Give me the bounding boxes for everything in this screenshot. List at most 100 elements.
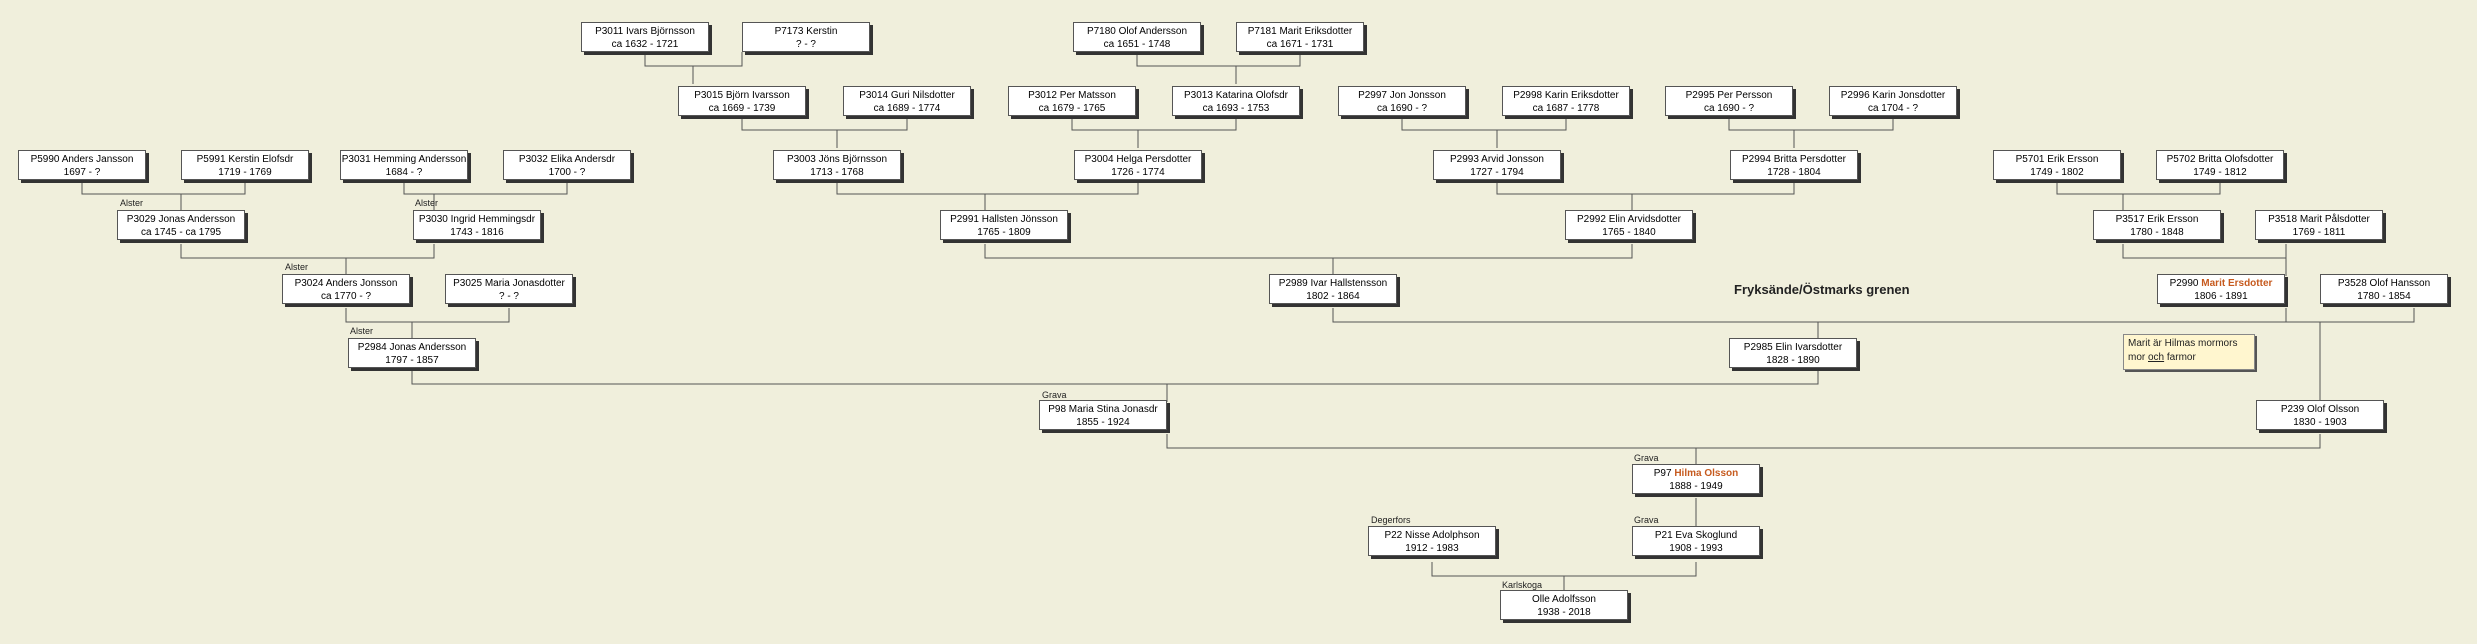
person-name: P5990 Anders Jansson	[30, 154, 134, 165]
person-p7173[interactable]: P7173 Kerstin ? - ?	[742, 22, 870, 52]
person-p5990[interactable]: P5990 Anders Jansson 1697 - ?	[18, 150, 146, 180]
person-dates: 1797 - 1857	[385, 355, 439, 366]
person-name: P2993 Arvid Jonsson	[1450, 154, 1544, 165]
person-dates: 1828 - 1890	[1766, 355, 1820, 366]
person-dates: 1855 - 1924	[1076, 417, 1130, 428]
person-dates: ca 1679 - 1765	[1038, 103, 1106, 114]
person-dates: 1765 - 1840	[1602, 227, 1656, 238]
person-dates: 1912 - 1983	[1405, 543, 1459, 554]
person-dates: ca 1745 - ca 1795	[140, 227, 222, 238]
person-p2985[interactable]: P2985 Elin Ivarsdotter 1828 - 1890	[1729, 338, 1857, 368]
person-dates: 1888 - 1949	[1669, 481, 1723, 492]
person-dates: 1938 - 2018	[1537, 607, 1591, 618]
person-dates: ca 1770 - ?	[320, 291, 372, 302]
person-id: P97	[1653, 468, 1675, 479]
person-dates: 1830 - 1903	[2293, 417, 2347, 428]
person-id: P2990	[2169, 278, 2202, 289]
person-dates: 1697 - ?	[63, 167, 101, 178]
person-p98[interactable]: P98 Maria Stina Jonasdr 1855 - 1924	[1039, 400, 1167, 430]
person-dates: ca 1687 - 1778	[1532, 103, 1600, 114]
person-p3013[interactable]: P3013 Katarina Olofsdr ca 1693 - 1753	[1172, 86, 1300, 116]
person-p3517[interactable]: P3517 Erik Ersson 1780 - 1848	[2093, 210, 2221, 240]
place-label: Alster	[415, 198, 439, 208]
person-name: P2991 Hallsten Jönsson	[950, 214, 1058, 225]
person-dates: 1802 - 1864	[1306, 291, 1360, 302]
person-name: P5701 Erik Ersson	[2015, 154, 2099, 165]
person-dates: 1780 - 1848	[2130, 227, 2184, 238]
person-p7181[interactable]: P7181 Marit Eriksdotter ca 1671 - 1731	[1236, 22, 1364, 52]
person-name: P2989 Ivar Hallstensson	[1278, 278, 1388, 289]
person-name: P2992 Elin Arvidsdotter	[1577, 214, 1681, 225]
person-name: P3517 Erik Ersson	[2115, 214, 2199, 225]
person-name: P7173 Kerstin	[774, 26, 838, 37]
place-label: Grava	[1042, 390, 1067, 400]
person-name: P2997 Jon Jonsson	[1358, 90, 1446, 101]
highlighted-name: Marit Ersdotter	[2201, 278, 2273, 289]
person-name: P7181 Marit Eriksdotter	[1247, 26, 1353, 37]
place-label: Grava	[1634, 515, 1659, 525]
place-label: Alster	[350, 326, 374, 336]
person-name: P21 Eva Skoglund	[1654, 530, 1738, 541]
person-name: P2984 Jonas Andersson	[357, 342, 467, 353]
person-dates: ca 1669 - 1739	[708, 103, 776, 114]
person-name: P5991 Kerstin Elofsdr	[196, 154, 294, 165]
person-p2989[interactable]: P2989 Ivar Hallstensson 1802 - 1864	[1269, 274, 1397, 304]
person-dates: 1743 - 1816	[450, 227, 504, 238]
person-name: P3031 Hemming Andersson	[341, 154, 467, 165]
person-dates: ? - ?	[795, 39, 816, 50]
person-name: P3030 Ingrid Hemmingsdr	[418, 214, 536, 225]
person-p3032[interactable]: P3032 Elika Andersdr 1700 - ?	[503, 150, 631, 180]
person-name: P3025 Maria Jonasdotter	[453, 278, 565, 289]
person-name: P98 Maria Stina Jonasdr	[1048, 404, 1158, 415]
person-name: P2985 Elin Ivarsdotter	[1743, 342, 1843, 353]
person-p21[interactable]: P21 Eva Skoglund 1908 - 1993	[1632, 526, 1760, 556]
note-text-och: och	[2148, 352, 2165, 363]
place-label: Alster	[120, 198, 144, 208]
person-dates: ca 1632 - 1721	[611, 39, 679, 50]
person-p3030[interactable]: P3030 Ingrid Hemmingsdr 1743 - 1816	[413, 210, 541, 240]
person-p2992[interactable]: P2992 Elin Arvidsdotter 1765 - 1840	[1565, 210, 1693, 240]
person-dates: 1700 - ?	[548, 167, 586, 178]
person-name: P2996 Karin Jonsdotter	[1840, 90, 1946, 101]
person-name: P3004 Helga Persdotter	[1084, 154, 1192, 165]
person-dates: 1908 - 1993	[1669, 543, 1723, 554]
person-name: P3518 Marit Pålsdotter	[2268, 214, 2370, 225]
person-dates: ca 1693 - 1753	[1202, 103, 1270, 114]
person-p2984[interactable]: P2984 Jonas Andersson 1797 - 1857	[348, 338, 476, 368]
person-dates: ca 1671 - 1731	[1266, 39, 1334, 50]
person-dates: ca 1651 - 1748	[1103, 39, 1171, 50]
person-name: P3013 Katarina Olofsdr	[1184, 90, 1288, 101]
person-p3025[interactable]: P3025 Maria Jonasdotter? - ?	[445, 274, 573, 304]
person-dates: 1728 - 1804	[1767, 167, 1821, 178]
person-name: P3032 Elika Andersdr	[518, 154, 616, 165]
